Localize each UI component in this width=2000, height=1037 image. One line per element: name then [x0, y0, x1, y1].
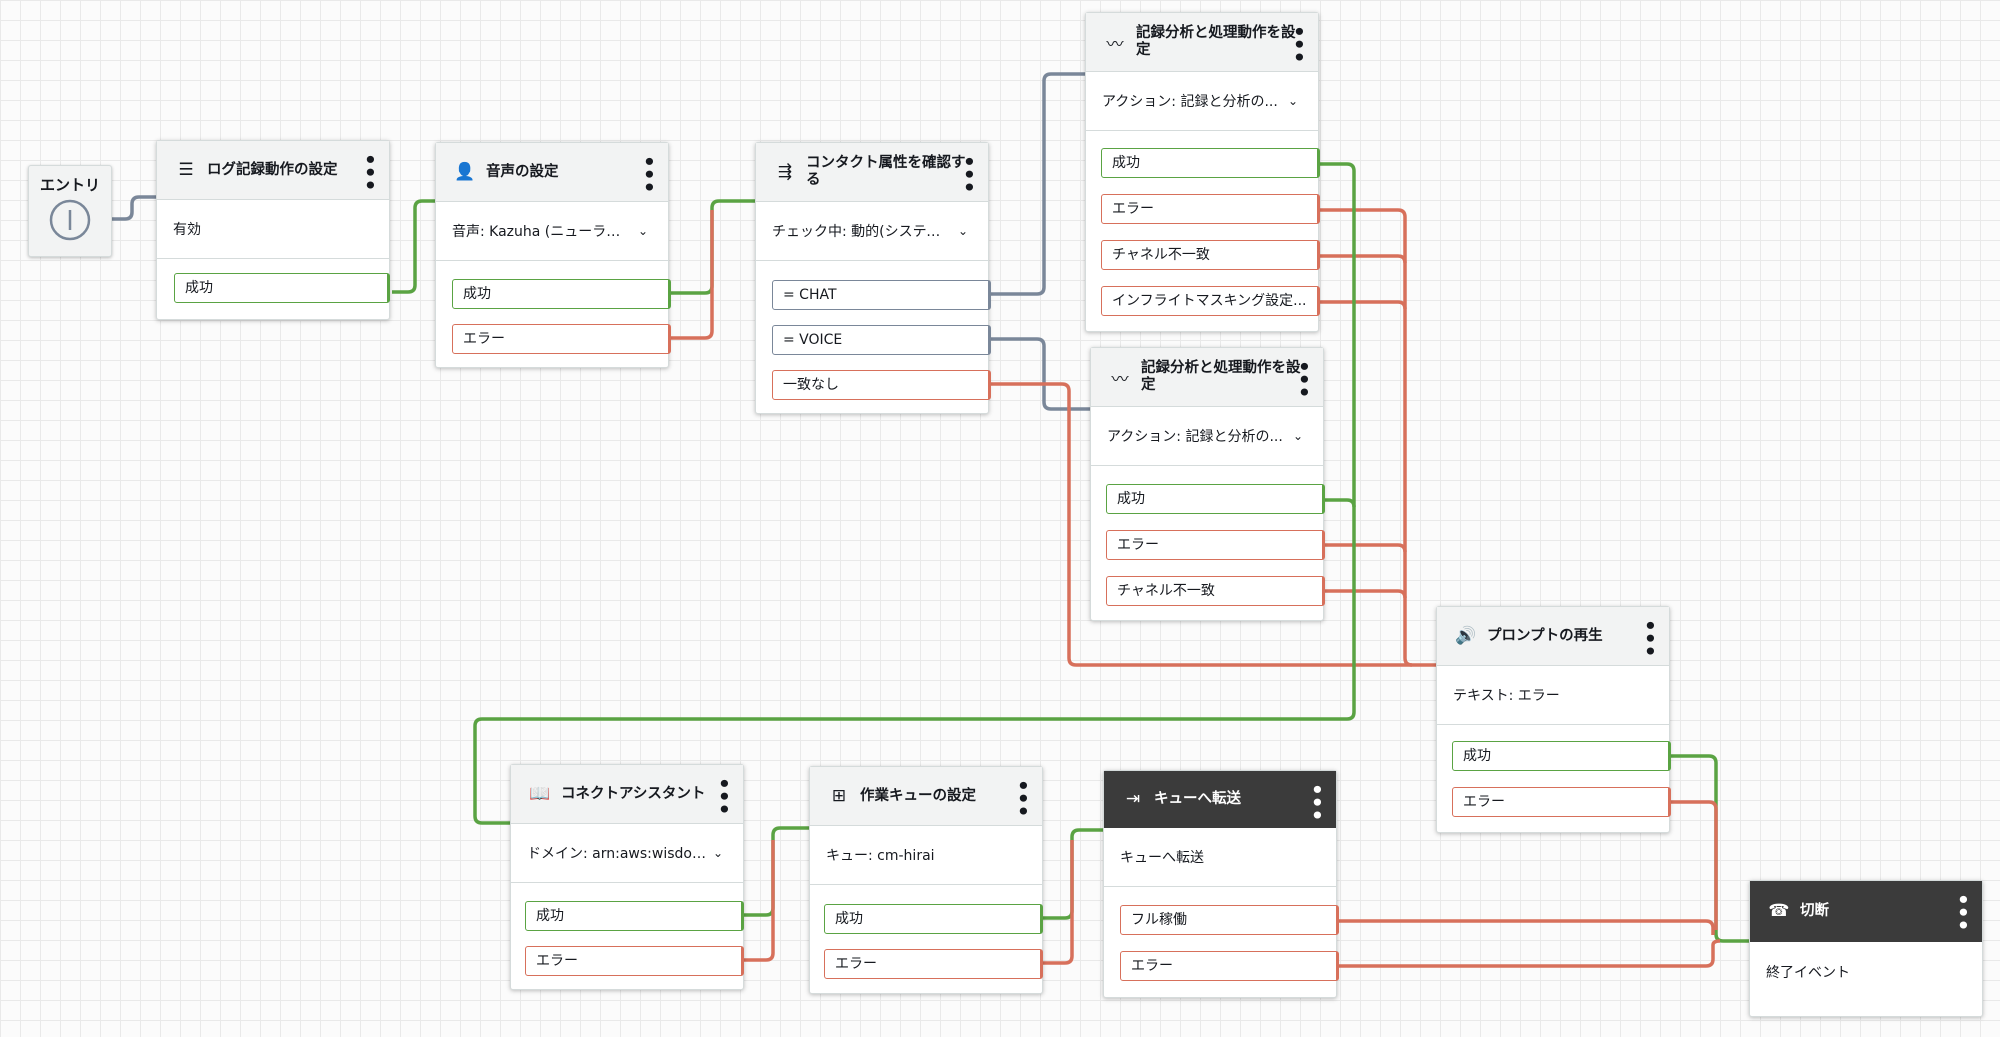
- wire-nomatch-prompt: [988, 382, 1450, 665]
- chevron-down-icon[interactable]: ⌄: [713, 846, 724, 860]
- block-title: キューへ転送: [1154, 790, 1241, 807]
- action-dropdown[interactable]: アクション: 記録と分析の...: [1107, 429, 1283, 445]
- branch-success[interactable]: 成功: [452, 279, 671, 309]
- branch-success[interactable]: 成功: [174, 273, 390, 303]
- block-title: 切断: [1800, 902, 1829, 919]
- chevron-down-icon[interactable]: ⌄: [958, 224, 969, 238]
- wire-entry-log: [82, 197, 170, 221]
- branch-success[interactable]: 成功: [1106, 484, 1325, 514]
- branch-success[interactable]: 成功: [1101, 148, 1320, 178]
- wire-queue-transfer-error: [1042, 840, 1074, 965]
- wire-rec2-success: [1322, 498, 1356, 508]
- chevron-down-icon[interactable]: ⌄: [1288, 94, 1299, 108]
- more-vertical-icon[interactable]: •••: [712, 777, 736, 816]
- wire-rec1-error: [1318, 208, 1413, 667]
- voice-icon: 👤: [454, 162, 476, 182]
- block-title: 作業キューの設定: [860, 787, 976, 804]
- branch-error[interactable]: エラー: [452, 324, 671, 354]
- block-connect-assistant[interactable]: 📖 コネクトアシスタント ••• ドメイン: arn:aws:wisdom...…: [510, 764, 744, 990]
- branch-error[interactable]: エラー: [1452, 787, 1671, 817]
- start-icon: [49, 199, 91, 241]
- branch-channel-mismatch[interactable]: チャネル不一致: [1106, 576, 1325, 606]
- branch-error[interactable]: エラー: [1101, 194, 1320, 224]
- more-vertical-icon[interactable]: •••: [637, 155, 661, 194]
- block-transfer-to-queue[interactable]: ⇥ キューへ転送 ••• キューへ転送 フル稼働 エラー: [1103, 770, 1339, 998]
- block-config: キューへ転送: [1120, 850, 1204, 866]
- waveform-icon: 〰: [1111, 369, 1129, 390]
- wire-assist-queue-error: [743, 840, 775, 962]
- branch-error[interactable]: エラー: [1106, 530, 1325, 560]
- block-config: テキスト: エラー: [1453, 688, 1560, 704]
- entry-label: エントリ: [39, 176, 100, 194]
- chevron-down-icon[interactable]: ⌄: [1293, 429, 1304, 443]
- voice-dropdown[interactable]: 音声: Kazuha (ニューラル:...: [452, 224, 632, 240]
- add-queue-icon: ⊞: [831, 786, 847, 806]
- block-config: 終了イベント: [1766, 965, 1850, 981]
- domain-dropdown[interactable]: ドメイン: arn:aws:wisdom...: [527, 846, 707, 862]
- block-play-prompt[interactable]: 🔊 プロンプトの再生 ••• テキスト: エラー 成功 エラー: [1436, 606, 1671, 833]
- wire-transfer-full: [1337, 919, 1715, 935]
- book-icon: 📖: [529, 784, 551, 804]
- waveform-icon: 〰: [1106, 34, 1124, 55]
- branch-voice[interactable]: = VOICE: [772, 325, 991, 355]
- attribute-dropdown[interactable]: チェック中: 動的(システム...: [772, 224, 952, 240]
- block-recording-analytics-1[interactable]: 〰 記録分析と処理動作を設定 ••• アクション: 記録と分析の... ⌄ 成功…: [1085, 12, 1320, 332]
- block-log-settings[interactable]: ☰ ログ記録動作の設定 ••• 有効 成功: [156, 140, 390, 320]
- wire-prompt-error: [1670, 800, 1718, 930]
- block-title: コネクトアシスタント: [561, 785, 706, 802]
- wire-rec1-masking: [1318, 300, 1407, 310]
- branch-at-capacity[interactable]: フル稼働: [1120, 905, 1339, 935]
- branch-error[interactable]: エラー: [1120, 951, 1339, 981]
- block-title: 記録分析と処理動作を設定: [1141, 360, 1301, 393]
- block-check-attributes[interactable]: ⇶ コンタクト属性を確認する ••• チェック中: 動的(システム... ⌄ =…: [755, 142, 991, 414]
- wire-log-voice: [392, 201, 450, 294]
- block-config: キュー: cm-hirai: [826, 848, 935, 864]
- block-title: コンタクト属性を確認する: [806, 155, 966, 188]
- speaker-icon: 🔊: [1455, 626, 1477, 646]
- wire-transfer-error: [1337, 939, 1721, 968]
- more-vertical-icon[interactable]: •••: [1951, 893, 1975, 932]
- block-title: 音声の設定: [486, 163, 559, 180]
- chevron-down-icon[interactable]: ⌄: [638, 224, 649, 238]
- block-config: 有効: [173, 222, 201, 238]
- more-vertical-icon[interactable]: •••: [1287, 25, 1311, 64]
- block-recording-analytics-2[interactable]: 〰 記録分析と処理動作を設定 ••• アクション: 記録と分析の... ⌄ 成功…: [1090, 347, 1325, 621]
- block-voice-settings[interactable]: 👤 音声の設定 ••• 音声: Kazuha (ニューラル:... ⌄ 成功 エ…: [435, 142, 671, 368]
- more-vertical-icon[interactable]: •••: [1638, 619, 1662, 658]
- wire-rec2-mismatch: [1322, 589, 1407, 599]
- branch-success[interactable]: 成功: [1452, 741, 1671, 771]
- branch-success[interactable]: 成功: [525, 901, 744, 931]
- branch-success[interactable]: 成功: [824, 904, 1043, 934]
- branch-inflight-masking[interactable]: インフライトマスキング設定...: [1101, 286, 1320, 316]
- check-attributes-icon: ⇶: [777, 162, 793, 182]
- action-dropdown[interactable]: アクション: 記録と分析の...: [1102, 94, 1278, 110]
- block-set-working-queue[interactable]: ⊞ 作業キューの設定 ••• キュー: cm-hirai 成功 エラー: [809, 766, 1043, 994]
- entry-node[interactable]: エントリ: [28, 165, 112, 257]
- more-vertical-icon[interactable]: •••: [1292, 360, 1316, 399]
- block-title: 記録分析と処理動作を設定: [1136, 25, 1296, 58]
- block-title: プロンプトの再生: [1487, 627, 1603, 644]
- wire-rec2-error: [1322, 543, 1407, 553]
- block-title: ログ記録動作の設定: [207, 161, 338, 178]
- branch-chat[interactable]: = CHAT: [772, 280, 991, 310]
- more-vertical-icon[interactable]: •••: [1305, 783, 1329, 822]
- more-vertical-icon[interactable]: •••: [358, 153, 382, 192]
- block-disconnect[interactable]: ☎ 切断 ••• 終了イベント: [1749, 880, 1983, 1017]
- more-vertical-icon[interactable]: •••: [1011, 779, 1035, 818]
- wire-voice-rec2: [988, 337, 1105, 409]
- wire-rec1-success: [473, 162, 1356, 823]
- wire-voice-check-error: [670, 210, 714, 340]
- wire-rec1-mismatch: [1318, 254, 1407, 264]
- wire-chat-rec1: [988, 74, 1100, 296]
- branch-error[interactable]: エラー: [824, 949, 1043, 979]
- branch-channel-mismatch[interactable]: チャネル不一致: [1101, 240, 1320, 270]
- transfer-icon: ⇥: [1125, 789, 1141, 809]
- branch-no-match[interactable]: 一致なし: [772, 370, 991, 400]
- branch-error[interactable]: エラー: [525, 946, 744, 976]
- hang-up-icon: ☎: [1768, 901, 1790, 921]
- log-settings-icon: ☰: [178, 160, 194, 180]
- more-vertical-icon[interactable]: •••: [957, 155, 981, 194]
